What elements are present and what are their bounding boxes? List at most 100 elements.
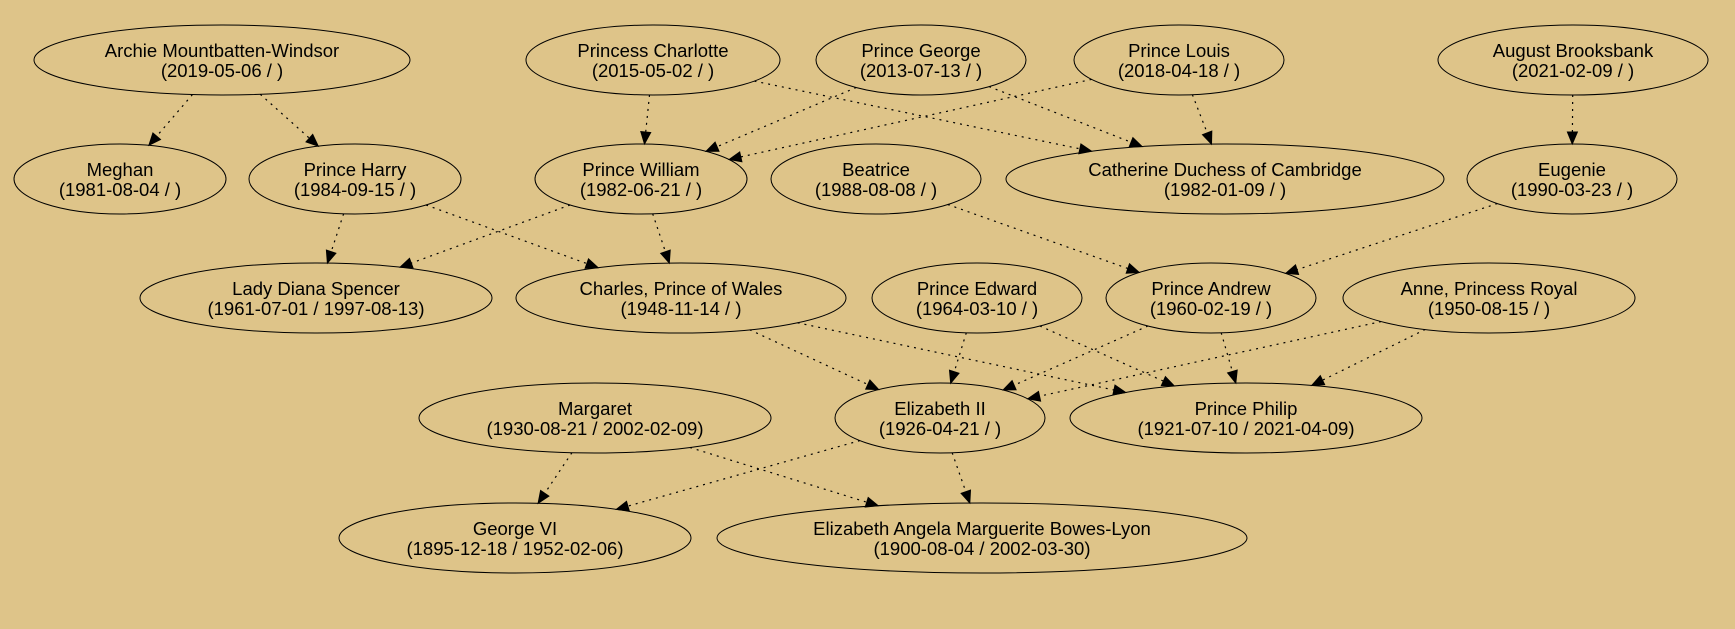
person-node-charlotte[interactable]: Princess Charlotte(2015-05-02 / ) bbox=[525, 24, 781, 96]
arrowhead bbox=[1226, 369, 1238, 385]
edge-george-to-william bbox=[704, 86, 857, 152]
person-node-george[interactable]: Prince George(2013-07-13 / ) bbox=[815, 24, 1027, 96]
person-name: Anne, Princess Royal bbox=[1401, 278, 1578, 299]
person-name: Archie Mountbatten-Windsor bbox=[105, 40, 339, 61]
edge-andrew-to-philip bbox=[1220, 332, 1238, 385]
arrowhead bbox=[325, 249, 337, 265]
person-name: Elizabeth II bbox=[894, 398, 986, 419]
person-node-queenmum[interactable]: Elizabeth Angela Marguerite Bowes-Lyon(1… bbox=[716, 502, 1248, 574]
person-dates: (2021-02-09 / ) bbox=[1512, 60, 1634, 81]
person-node-elizabeth[interactable]: Elizabeth II(1926-04-21 / ) bbox=[834, 382, 1046, 454]
person-name: Catherine Duchess of Cambridge bbox=[1088, 159, 1362, 180]
edge-line bbox=[947, 203, 1129, 270]
edge-edward-to-philip bbox=[1039, 325, 1176, 387]
person-name: August Brooksbank bbox=[1493, 40, 1654, 61]
edge-harry-to-charles bbox=[425, 204, 600, 269]
person-dates: (1984-09-15 / ) bbox=[294, 179, 416, 200]
edge-margaret-to-george6 bbox=[537, 452, 573, 505]
edge-line bbox=[330, 213, 345, 252]
edge-line bbox=[627, 440, 861, 507]
arrowhead bbox=[1128, 136, 1144, 148]
edge-line bbox=[1220, 332, 1233, 372]
person-node-louis[interactable]: Prince Louis(2018-04-18 / ) bbox=[1073, 24, 1285, 96]
edge-line bbox=[411, 204, 571, 264]
person-dates: (1948-11-14 / ) bbox=[621, 298, 742, 319]
edge-line bbox=[749, 329, 869, 386]
person-node-ellipse bbox=[815, 24, 1027, 96]
edge-louis-to-william bbox=[727, 78, 1092, 163]
person-dates: (1981-08-04 / ) bbox=[59, 179, 181, 200]
person-node-eugenie[interactable]: Eugenie(1990-03-23 / ) bbox=[1466, 143, 1678, 215]
arrowhead bbox=[1310, 374, 1326, 387]
edge-line bbox=[645, 94, 651, 133]
person-node-ellipse bbox=[1073, 24, 1285, 96]
edge-line bbox=[716, 86, 857, 148]
person-dates: (1900-08-04 / 2002-03-30) bbox=[873, 538, 1090, 559]
person-node-harry[interactable]: Prince Harry(1984-09-15 / ) bbox=[248, 143, 462, 215]
person-name: Beatrice bbox=[842, 159, 910, 180]
arrowhead bbox=[864, 379, 880, 391]
person-node-ellipse bbox=[716, 502, 1248, 574]
edge-charles-to-elizabeth bbox=[749, 329, 880, 391]
person-node-william[interactable]: Prince William(1982-06-21 / ) bbox=[534, 143, 748, 215]
arrowhead bbox=[1160, 375, 1176, 387]
person-node-george6[interactable]: George VI(1895-12-18 / 1952-02-06) bbox=[338, 502, 692, 574]
arrowhead bbox=[537, 489, 550, 505]
edge-beatrice-to-andrew bbox=[947, 203, 1141, 274]
edge-edward-to-elizabeth bbox=[948, 332, 967, 385]
arrowhead bbox=[1026, 390, 1042, 402]
edge-line bbox=[988, 86, 1132, 143]
person-node-diana[interactable]: Lady Diana Spencer(1961-07-01 / 1997-08-… bbox=[139, 262, 493, 334]
person-dates: (2015-05-02 / ) bbox=[592, 60, 714, 81]
edge-william-to-diana bbox=[398, 204, 571, 269]
person-name: Lady Diana Spencer bbox=[232, 278, 400, 299]
person-name: George VI bbox=[473, 518, 557, 539]
person-node-ellipse bbox=[525, 24, 781, 96]
person-name: Elizabeth Angela Marguerite Bowes-Lyon bbox=[813, 518, 1151, 539]
edge-andrew-to-elizabeth bbox=[1001, 325, 1149, 391]
person-node-edward[interactable]: Prince Edward(1964-03-10 / ) bbox=[871, 262, 1083, 334]
person-node-andrew[interactable]: Prince Andrew(1960-02-19 / ) bbox=[1105, 262, 1317, 334]
person-node-ellipse bbox=[1437, 24, 1709, 96]
arrowhead bbox=[659, 249, 671, 265]
edge-eugenie-to-andrew bbox=[1284, 203, 1498, 275]
person-dates: (1921-07-10 / 2021-04-09) bbox=[1137, 418, 1354, 439]
person-node-charles[interactable]: Charles, Prince of Wales(1948-11-14 / ) bbox=[515, 262, 847, 334]
person-dates: (2013-07-13 / ) bbox=[860, 60, 982, 81]
person-node-ellipse bbox=[871, 262, 1083, 334]
edge-line bbox=[797, 322, 1115, 391]
person-node-ellipse bbox=[139, 262, 493, 334]
person-node-anne[interactable]: Anne, Princess Royal(1950-08-15 / ) bbox=[1342, 262, 1636, 334]
person-node-meghan[interactable]: Meghan(1981-08-04 / ) bbox=[13, 143, 227, 215]
person-node-ellipse bbox=[248, 143, 462, 215]
arrowhead bbox=[1566, 131, 1579, 146]
person-node-margaret[interactable]: Margaret(1930-08-21 / 2002-02-09) bbox=[418, 382, 772, 454]
person-node-archie[interactable]: Archie Mountbatten-Windsor(2019-05-06 / … bbox=[33, 24, 411, 96]
edge-line bbox=[652, 213, 666, 252]
person-node-beatrice[interactable]: Beatrice(1988-08-08 / ) bbox=[770, 143, 982, 215]
person-node-ellipse bbox=[338, 502, 692, 574]
arrowhead bbox=[1001, 379, 1017, 391]
edge-george-to-catherine bbox=[988, 86, 1144, 148]
person-name: Prince Andrew bbox=[1151, 278, 1271, 299]
edge-charlotte-to-william bbox=[640, 94, 652, 146]
person-node-philip[interactable]: Prince Philip(1921-07-10 / 2021-04-09) bbox=[1069, 382, 1423, 454]
person-dates: (1961-07-01 / 1997-08-13) bbox=[207, 298, 424, 319]
person-name: Princess Charlotte bbox=[577, 40, 728, 61]
nodes-layer: Archie Mountbatten-Windsor(2019-05-06 / … bbox=[13, 24, 1709, 574]
person-dates: (1982-01-09 / ) bbox=[1164, 179, 1286, 200]
person-node-catherine[interactable]: Catherine Duchess of Cambridge(1982-01-0… bbox=[1005, 143, 1445, 215]
person-node-ellipse bbox=[1105, 262, 1317, 334]
person-node-ellipse bbox=[1466, 143, 1678, 215]
arrowhead bbox=[727, 151, 743, 163]
person-node-august[interactable]: August Brooksbank(2021-02-09 / ) bbox=[1437, 24, 1709, 96]
arrowhead bbox=[640, 131, 652, 146]
edge-line bbox=[1296, 203, 1498, 271]
edge-line bbox=[425, 204, 588, 265]
person-node-ellipse bbox=[770, 143, 982, 215]
arrowhead bbox=[1201, 130, 1213, 146]
person-dates: (1960-02-19 / ) bbox=[1150, 298, 1272, 319]
edge-line bbox=[951, 452, 967, 492]
person-dates: (1964-03-10 / ) bbox=[916, 298, 1038, 319]
